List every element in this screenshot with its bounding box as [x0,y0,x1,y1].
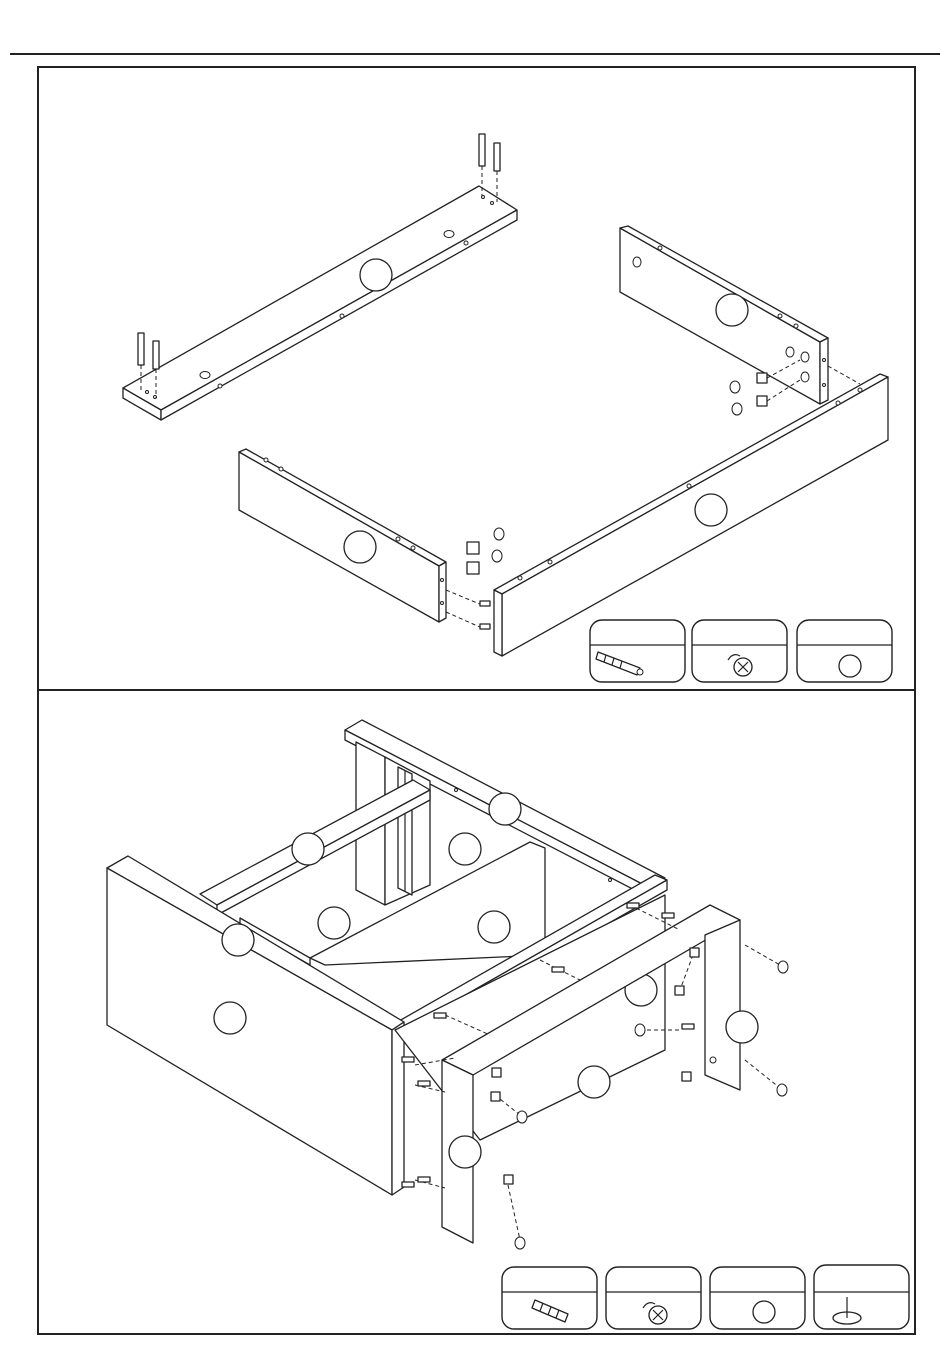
callout-right-end-panel [726,1011,758,1043]
hardware-box-cap-2 [710,1267,805,1329]
side-panel-left [239,449,446,622]
hardware-box-dowel-screw [590,620,685,682]
callout-side-panel-right [716,294,748,326]
callout-rail-top [360,259,392,291]
left-side-panel [107,856,404,1195]
step2-diagram [107,720,909,1329]
hardware-box-wood-dowel [502,1267,597,1329]
hardware-box-cam-lock-2 [606,1267,701,1329]
callout-inner-rail [292,833,324,865]
step1-diagram [123,134,892,682]
hardware-box-cap [797,620,892,682]
callout-back-rail [489,793,521,825]
step2-hardware-legend [502,1265,909,1329]
callout-inner-divider [478,911,510,943]
callout-left-rail [222,924,254,956]
callout-side-panel-left [344,531,376,563]
callout-front-panel [695,494,727,526]
front-panel [494,374,888,656]
callout-left-side-panel [214,1002,246,1034]
hardware-box-nail [814,1265,909,1329]
callout-front-end-panel [449,1136,481,1168]
cap-icon [839,655,861,677]
rail-top [123,186,517,420]
step1-hardware-legend [590,620,892,682]
hardware-box-cam-lock [692,620,787,682]
callout-inner-left [318,907,350,939]
callout-bottom-panel [578,1066,610,1098]
cap-icon [753,1301,775,1323]
callout-back-panel [449,833,481,865]
side-panel-right [620,226,828,404]
